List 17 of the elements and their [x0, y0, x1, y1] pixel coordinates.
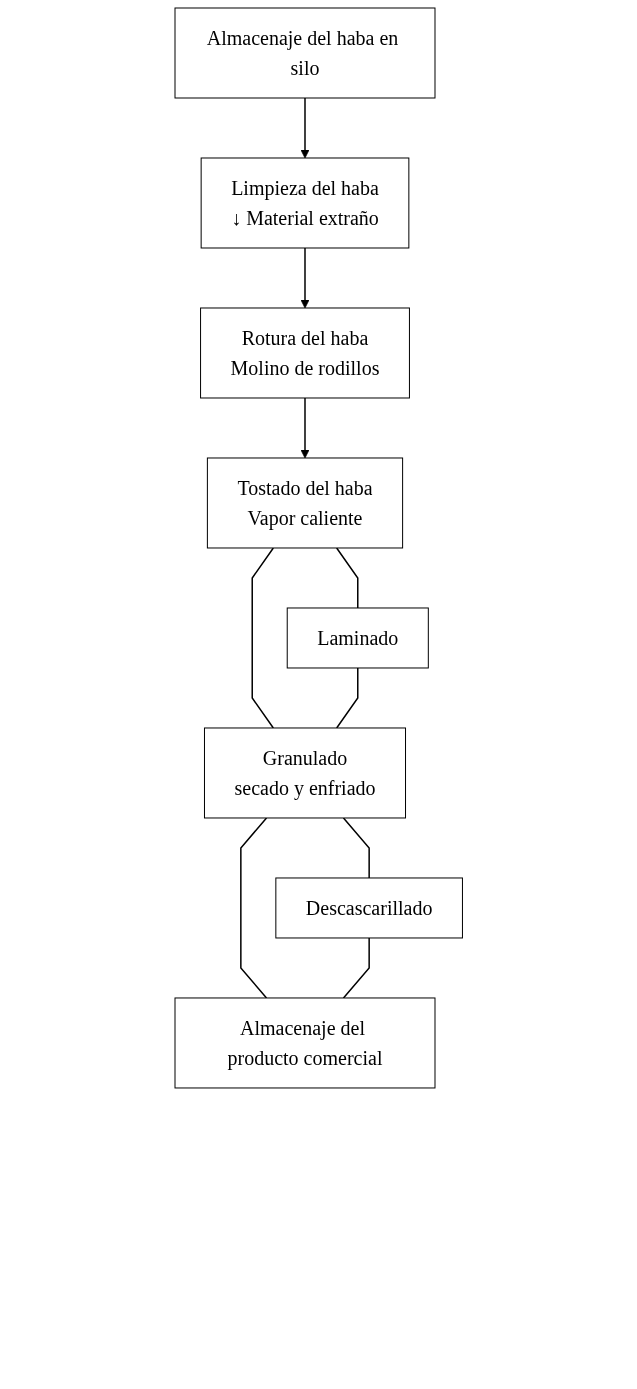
arrow: [300, 247, 310, 309]
connector: [251, 547, 274, 729]
node-box: Almacenaje del producto comercial: [174, 997, 436, 1089]
connector: [342, 937, 370, 999]
arrow: [300, 97, 310, 159]
node-box: Tostado del haba Vapor caliente: [206, 457, 403, 549]
node-box: Limpieza del haba ↓ Material extraño: [200, 157, 410, 249]
connector: [335, 667, 359, 729]
arrow: [300, 397, 310, 459]
connector: [342, 817, 370, 879]
node-box: Granulado secado y enfriado: [203, 727, 406, 819]
node-box: Rotura del haba Molino de rodillos: [199, 307, 410, 399]
node-box: Almacenaje del haba en silo: [174, 7, 436, 99]
node-box: Descascarillado: [275, 877, 463, 939]
connector: [335, 547, 359, 609]
node-box: Laminado: [286, 607, 429, 669]
connector: [239, 817, 267, 999]
